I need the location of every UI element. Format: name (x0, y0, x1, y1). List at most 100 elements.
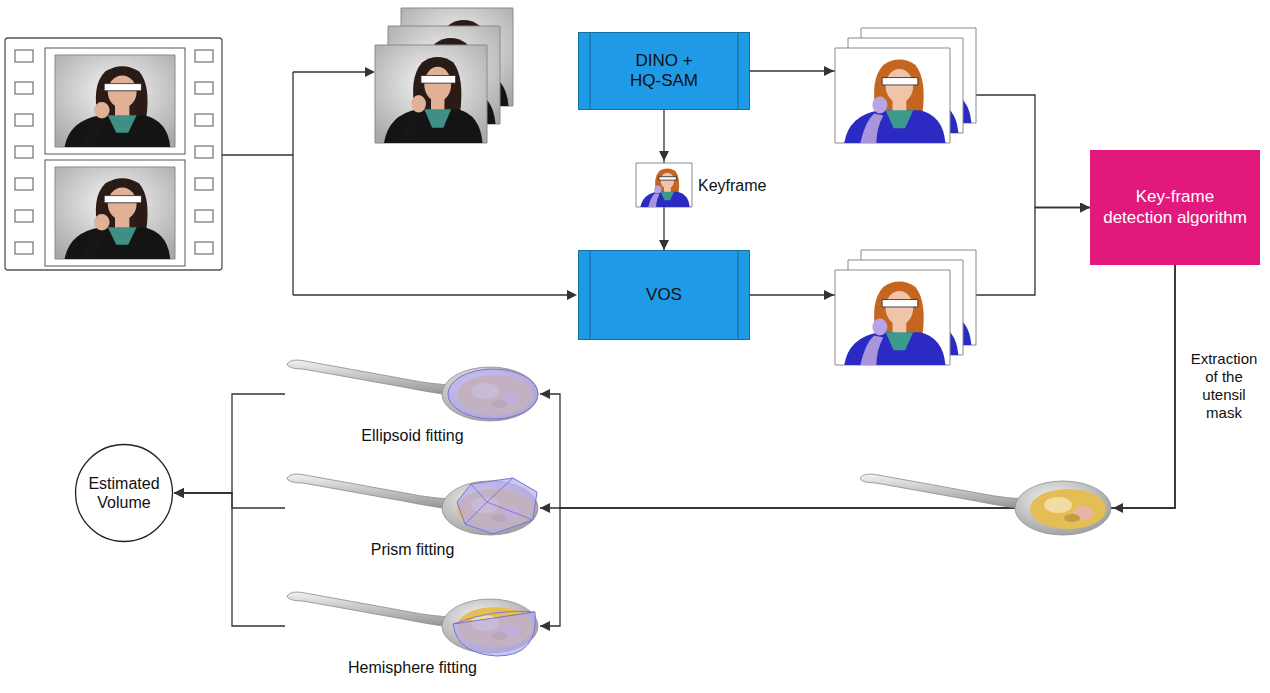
illustration-part (104, 196, 141, 203)
film-strip (5, 38, 222, 270)
illustration-part (15, 50, 33, 62)
illustration-part (15, 146, 33, 158)
flow-arrow (174, 493, 285, 626)
illustration-part (55, 55, 175, 147)
illustration-part (648, 193, 659, 207)
arrow-head (824, 66, 834, 76)
illustration-part (195, 210, 213, 222)
flow-arrow (174, 493, 285, 508)
illustration-part (195, 146, 213, 158)
mask-stack (835, 250, 976, 365)
arrow-head (365, 67, 375, 77)
illustration-part (886, 332, 914, 350)
illustration-part (375, 45, 487, 143)
illustration-part (1064, 514, 1080, 522)
illustration-part (860, 474, 1030, 510)
illustration-part (844, 110, 945, 143)
illustration-part (195, 242, 213, 254)
illustration-part (424, 109, 451, 128)
illustration-part (15, 242, 33, 254)
fitting-figure: Prism fitting (285, 472, 540, 559)
illustration-part (5, 38, 222, 270)
segmented-frame (636, 163, 692, 207)
illustration-part (1015, 481, 1111, 535)
illustration-part (872, 319, 887, 336)
illustration-part (108, 187, 137, 220)
illustration-part (640, 192, 689, 207)
illustration-part (453, 612, 535, 656)
box-decoration (590, 33, 738, 109)
illustration-part (882, 300, 918, 307)
illustration-part (655, 168, 679, 193)
illustration-part (1030, 489, 1106, 529)
illustration-part (65, 115, 171, 147)
illustration-part (457, 478, 537, 534)
illustration-part (872, 97, 887, 114)
node-text: DINO + HQ-SAM (628, 51, 700, 92)
process-box: VOS (578, 250, 750, 340)
illustration-part (636, 163, 692, 207)
spoon-illustration (287, 360, 538, 421)
illustration-part (844, 332, 945, 365)
video-frame (55, 55, 175, 147)
illustration-part (882, 78, 918, 85)
illustration-part (94, 214, 110, 230)
illustration-part (442, 367, 538, 421)
illustration-part (15, 210, 33, 222)
fitting-figure: Ellipsoid fitting (285, 358, 540, 445)
arrow-head (659, 151, 669, 161)
figure-caption: Ellipsoid fitting (285, 426, 540, 445)
illustration-part (55, 167, 175, 259)
illustration-part (15, 178, 33, 190)
illustration-part (195, 82, 213, 94)
illustration-part (886, 291, 914, 325)
illustration-part (448, 369, 538, 419)
illustration-part (860, 113, 883, 143)
illustration-part (860, 335, 883, 365)
arrow-head (567, 290, 577, 300)
keyframe-thumbnail (636, 163, 692, 207)
frame-stack (375, 8, 513, 143)
illustration-part (108, 75, 137, 108)
illustration-part (108, 227, 137, 244)
fitting-illustration (285, 590, 540, 658)
node-text: Key-frame detection algorithm (1100, 187, 1250, 228)
illustration-part (15, 114, 33, 126)
figure-caption: Prism fitting (285, 540, 540, 559)
illustration-part (384, 109, 483, 143)
illustration-part (81, 230, 105, 259)
mask-stack (835, 28, 976, 143)
video-frame (55, 167, 175, 259)
circle-outline (74, 443, 174, 543)
flow-arrow (174, 394, 285, 493)
spoon-illustration (287, 474, 538, 535)
illustration-part (424, 67, 451, 102)
illustration-part (659, 177, 676, 180)
step-label: Extraction of the utensil mask (1183, 350, 1265, 422)
fitting-illustration (285, 358, 540, 426)
fitting-illustration (285, 472, 540, 540)
segmented-frame (835, 270, 950, 365)
fitting-figure: Hemisphere fitting (285, 590, 540, 677)
figure-caption: Hemisphere fitting (285, 658, 540, 677)
illustration-part (195, 50, 213, 62)
illustration-part (654, 185, 661, 193)
illustration-part (195, 114, 213, 126)
illustration-part (886, 110, 914, 128)
illustration-part (287, 360, 457, 396)
circle-outline (76, 445, 173, 542)
arrow-head (1113, 503, 1123, 513)
process-box: DINO + HQ-SAM (578, 32, 750, 110)
illustration-part (108, 115, 137, 132)
node-text: Estimated Volume (82, 474, 166, 512)
arrow-head (824, 290, 834, 300)
segmented-frame (835, 48, 950, 143)
illustration-part (287, 474, 457, 510)
illustration-part (453, 611, 535, 624)
illustration-part (661, 192, 674, 200)
spoon-illustration (287, 592, 538, 656)
illustration-part (15, 82, 33, 94)
illustration-part (195, 178, 213, 190)
illustration-part (421, 75, 456, 83)
